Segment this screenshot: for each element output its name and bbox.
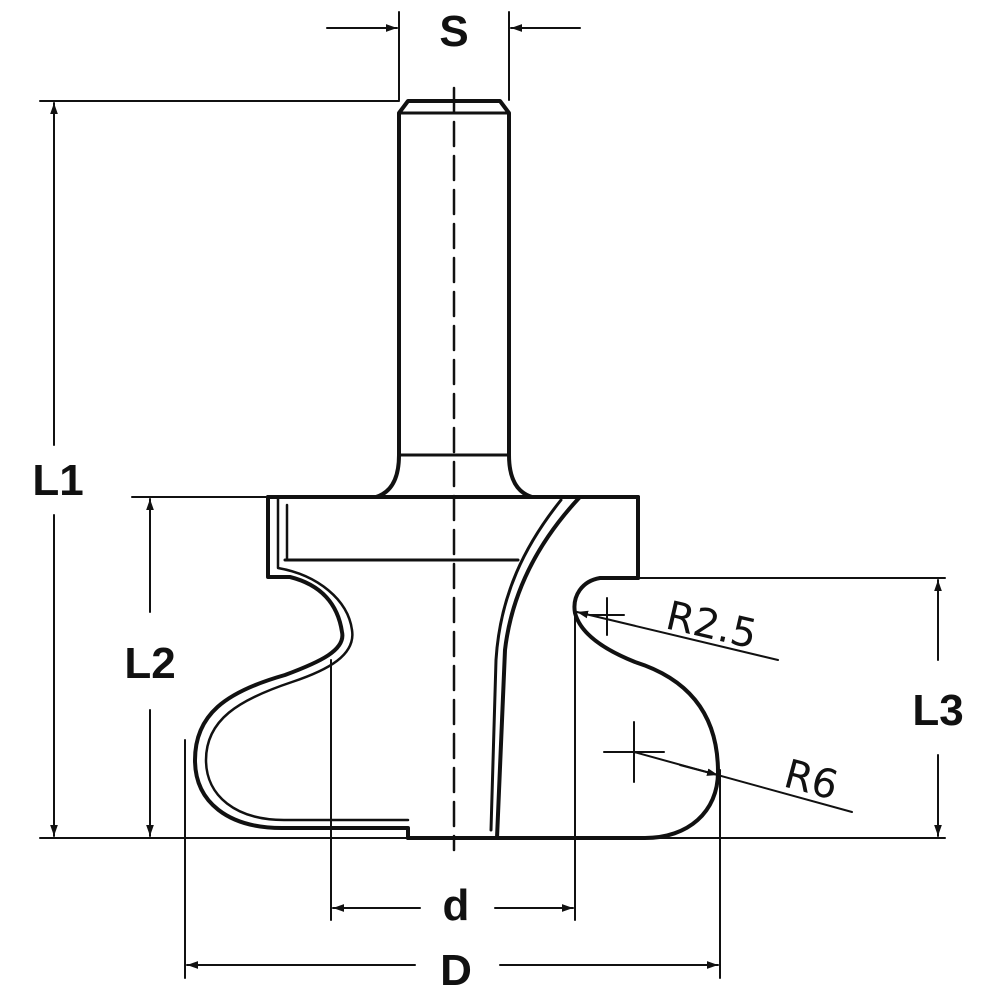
label-d-large: D bbox=[440, 946, 472, 995]
label-r25: R2.5 bbox=[662, 593, 761, 658]
label-s: S bbox=[439, 7, 468, 56]
cutter-body bbox=[193, 495, 720, 840]
r6-leader bbox=[633, 751, 853, 813]
label-l3: L3 bbox=[912, 686, 963, 735]
extension-lines bbox=[39, 11, 946, 979]
dimension-lines bbox=[50, 24, 942, 969]
label-r6: R6 bbox=[779, 751, 842, 809]
label-l1: L1 bbox=[32, 456, 83, 505]
r6-arrow bbox=[679, 764, 719, 776]
r25-leader bbox=[576, 610, 779, 661]
label-l2: L2 bbox=[124, 639, 175, 688]
label-d-small: d bbox=[443, 881, 470, 930]
radius-callouts bbox=[576, 597, 853, 813]
